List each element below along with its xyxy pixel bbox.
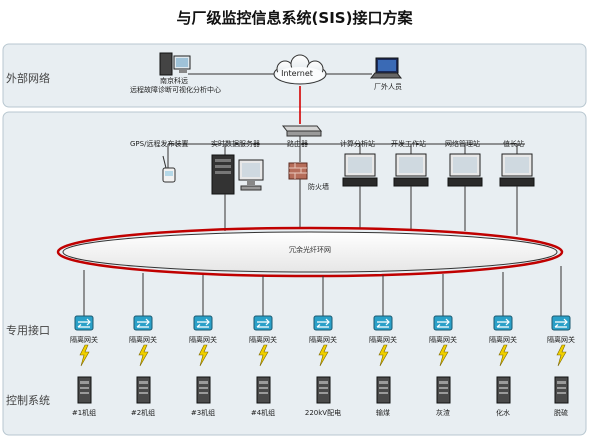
gps-device-icon <box>162 155 176 183</box>
bolt-icon <box>318 344 329 367</box>
unit-label: 灰渣 <box>436 409 450 417</box>
station-label-0: 计算分析站 <box>340 140 375 148</box>
unit-label: 脱硫 <box>554 409 568 417</box>
unit-label: #1机组 <box>71 409 97 417</box>
gateway-label: 隔离网关 <box>309 336 337 344</box>
gateway-label: 隔离网关 <box>489 336 517 344</box>
isolation-gateway-icon <box>253 315 273 331</box>
control-cabinet-icon <box>496 376 511 404</box>
bolt-icon <box>138 344 149 367</box>
control-cabinet-icon <box>196 376 211 404</box>
internet-cloud-icon <box>273 54 327 85</box>
unit-label: #2机组 <box>130 409 156 417</box>
firewall-label: 防火墙 <box>308 183 329 191</box>
control-cabinet-icon <box>77 376 92 404</box>
remote-center-label-1: 南京科远 <box>160 77 188 85</box>
control-cabinet-icon <box>376 376 391 404</box>
laptop-icon <box>369 57 403 79</box>
gateway-label: 隔离网关 <box>70 336 98 344</box>
control-cabinet-icon <box>136 376 151 404</box>
unit-label: #4机组 <box>250 409 276 417</box>
band-label-external: 外部网络 <box>6 72 50 85</box>
control-cabinet-icon <box>436 376 451 404</box>
bolt-icon <box>198 344 209 367</box>
gateway-label: 隔离网关 <box>429 336 457 344</box>
router-icon <box>281 125 323 137</box>
station-label-2: 网络管理站 <box>445 140 480 148</box>
control-cabinet-icon <box>554 376 569 404</box>
realtime-server-label: 实时数据服务器 <box>211 140 260 148</box>
remote-center-label-2: 远程故障诊断可视化分析中心 <box>130 86 221 94</box>
band-label-interface: 专用接口 <box>6 324 50 337</box>
bolt-icon <box>79 344 90 367</box>
page-title: 与厂级监控信息系统(SIS)接口方案 <box>176 9 413 27</box>
station-label-1: 开发工作站 <box>391 140 426 148</box>
isolation-gateway-icon <box>133 315 153 331</box>
workstation-icons <box>342 144 535 187</box>
bolt-icon <box>438 344 449 367</box>
firewall-icon <box>288 162 308 180</box>
isolation-gateway-icon <box>433 315 453 331</box>
isolation-gateway-icon <box>193 315 213 331</box>
gateway-drop-lines <box>83 266 562 316</box>
gateway-label: 隔离网关 <box>249 336 277 344</box>
isolation-gateway-icon <box>551 315 571 331</box>
bolt-icon <box>378 344 389 367</box>
isolation-gateway-icon <box>74 315 94 331</box>
gateway-label: 隔离网关 <box>189 336 217 344</box>
router-label: 路由器 <box>287 140 308 148</box>
plant-staff-label: 厂外人员 <box>374 83 402 91</box>
gateway-label: 隔离网关 <box>547 336 575 344</box>
internet-label: Internet <box>281 69 313 78</box>
bolt-icon <box>556 344 567 367</box>
band-label-control: 控制系统 <box>6 394 50 407</box>
isolation-gateway-icon <box>373 315 393 331</box>
realtime-server-icon <box>211 154 264 195</box>
unit-label: 输煤 <box>376 409 390 417</box>
bolt-icon <box>498 344 509 367</box>
control-cabinet-icon <box>256 376 271 404</box>
redundant-fiber-ring <box>56 226 564 278</box>
isolation-gateway-icon <box>493 315 513 331</box>
isolation-gateway-icon <box>313 315 333 331</box>
unit-label: 220kV配电 <box>304 409 342 417</box>
bolt-icon <box>258 344 269 367</box>
control-cabinet-icon <box>316 376 331 404</box>
station-label-3: 值长站 <box>503 140 524 148</box>
gateway-label: 隔离网关 <box>369 336 397 344</box>
gps-label: GPS/远程发布装置 <box>130 140 189 148</box>
gateway-label: 隔离网关 <box>129 336 157 344</box>
remote-center-computer-icon <box>159 52 191 76</box>
unit-label: #3机组 <box>190 409 216 417</box>
units-layer <box>74 315 571 404</box>
unit-label: 化水 <box>496 409 510 417</box>
ring-label: 冗余光纤环网 <box>289 246 331 254</box>
